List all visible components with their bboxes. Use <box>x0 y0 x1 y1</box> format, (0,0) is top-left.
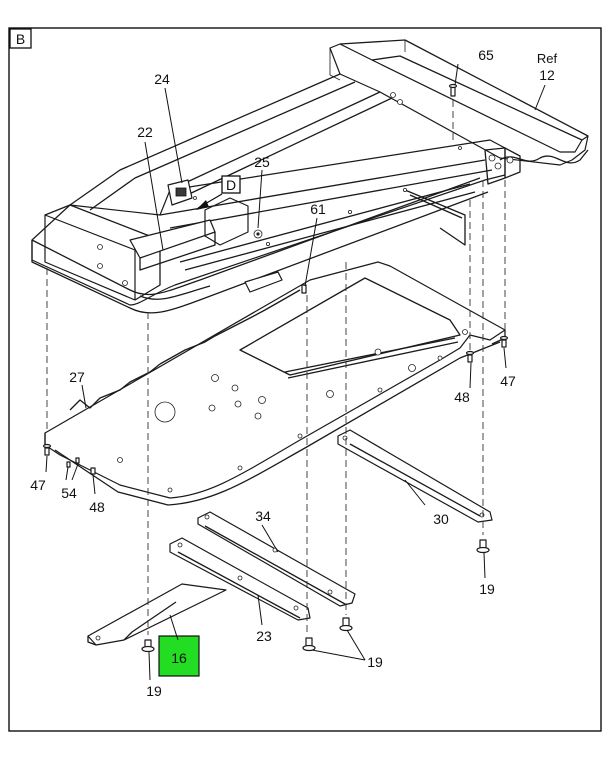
screw-19-mid-a <box>302 637 316 652</box>
callouts: 65 Ref 12 24 22 25 61 27 47 54 48 48 47 … <box>30 47 557 699</box>
callout-25: 25 <box>254 154 270 170</box>
screw-54-b <box>75 457 80 464</box>
callout-65: 65 <box>478 47 494 63</box>
callout-19-mid: 19 <box>367 654 383 670</box>
diagram-border <box>8 27 602 732</box>
callout-30: 30 <box>433 511 449 527</box>
callout-34: 34 <box>255 508 271 524</box>
direction-label-box <box>221 175 241 194</box>
rail-30 <box>337 429 493 523</box>
callout-ref: Ref <box>537 51 558 66</box>
callout-47-right: 47 <box>500 373 516 389</box>
callout-48-left: 48 <box>89 499 105 515</box>
view-label-box <box>9 28 32 49</box>
screw-54-a <box>66 461 71 468</box>
callout-54: 54 <box>61 485 77 501</box>
screw-47-left <box>42 443 52 456</box>
callout-47-left: 47 <box>30 477 46 493</box>
fasteners <box>42 83 509 653</box>
leader-lines <box>45 63 546 681</box>
rail-34 <box>197 511 356 607</box>
floor-plate <box>44 261 506 506</box>
frame-assembly <box>31 39 589 314</box>
bracket-16 <box>87 583 227 646</box>
screw-47-right <box>499 335 509 348</box>
callout-48-right: 48 <box>454 389 470 405</box>
highlight-box-16 <box>158 635 200 677</box>
callout-23: 23 <box>256 628 272 644</box>
screw-19-left <box>141 639 155 653</box>
screw-48-right <box>465 350 475 363</box>
callout-61: 61 <box>310 201 326 217</box>
callout-12: 12 <box>539 67 555 83</box>
callout-27: 27 <box>69 369 85 385</box>
screw-61 <box>301 284 307 294</box>
rail-23 <box>169 537 311 621</box>
screw-19-right <box>476 539 490 554</box>
view-label: B <box>16 31 25 47</box>
direction-label: D <box>226 177 236 193</box>
callout-16: 16 <box>171 650 187 666</box>
screw-19-mid-b <box>339 617 353 632</box>
direction-indicator: D <box>196 175 241 210</box>
screw-48-left <box>90 467 96 475</box>
callout-24: 24 <box>154 71 170 87</box>
alignment-lines <box>46 100 506 635</box>
screw-65 <box>448 83 458 97</box>
callout-19-right: 19 <box>479 581 495 597</box>
callout-22: 22 <box>137 124 153 140</box>
callout-19-left: 19 <box>146 683 162 699</box>
